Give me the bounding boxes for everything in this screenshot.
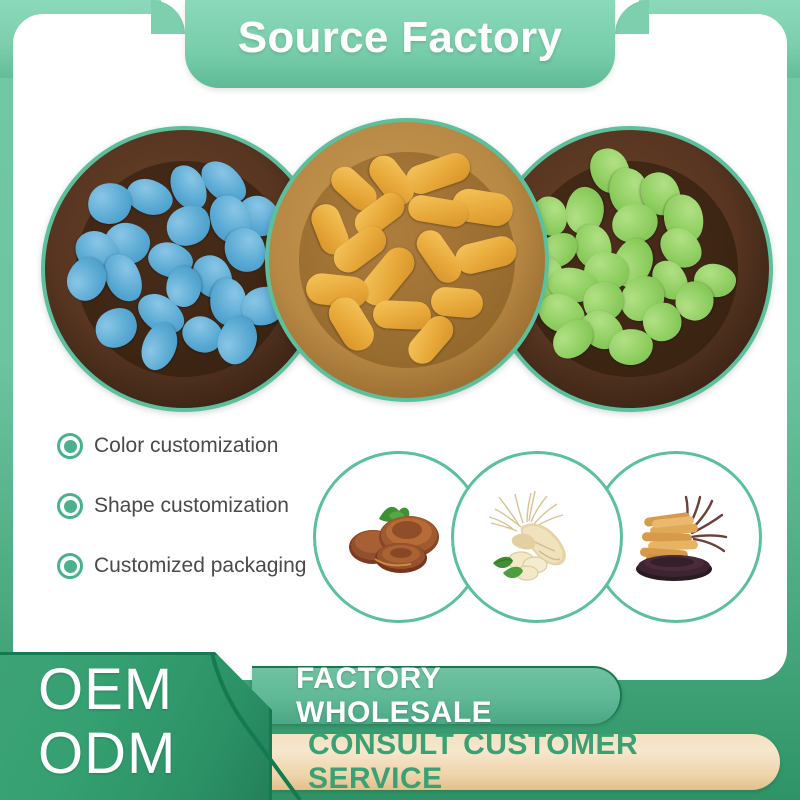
factory-wholesale-label: FACTORY WHOLESALE	[296, 662, 493, 729]
feature-label: Color customization	[94, 434, 279, 457]
green-tablets-bowl	[487, 126, 773, 412]
oem-label: OEM	[38, 657, 174, 722]
feature-item-shape: Shape customization	[57, 484, 347, 528]
feature-item-packaging: Customized packaging	[57, 544, 347, 588]
bullet-radio-icon	[57, 553, 83, 579]
ginseng-root-icon	[488, 490, 566, 581]
feature-item-color: Color customization	[57, 424, 347, 468]
feature-list: Color customization Shape customization …	[57, 424, 347, 604]
ingredient-circles	[308, 451, 788, 626]
cordyceps-icon	[636, 495, 728, 581]
odm-label: ODM	[38, 721, 177, 786]
oem-odm-text: OEM ODM	[38, 658, 176, 786]
pill	[429, 286, 485, 319]
feature-label: Shape customization	[94, 494, 289, 517]
consult-customer-service-button[interactable]: CONSULT CUSTOMER SERVICE	[252, 728, 780, 795]
product-bowls-row	[13, 118, 787, 412]
factory-wholesale-banner: FACTORY WHOLESALE	[252, 662, 622, 729]
yellow-caplets-bowl	[265, 118, 549, 402]
feature-label: Customized packaging	[94, 554, 307, 577]
page-title: Source Factory	[237, 13, 563, 62]
ginseng-root-circle	[451, 451, 623, 623]
footer-bar: FACTORY WHOLESALE CONSULT CUSTOMER SERVI…	[0, 652, 800, 800]
reishi-mushroom-icon	[349, 506, 439, 573]
title-tab	[185, 0, 615, 88]
consult-customer-service-label: CONSULT CUSTOMER SERVICE	[308, 728, 639, 795]
content-card: Color customization Shape customization …	[13, 14, 787, 680]
bullet-radio-icon	[57, 433, 83, 459]
bullet-radio-icon	[57, 493, 83, 519]
